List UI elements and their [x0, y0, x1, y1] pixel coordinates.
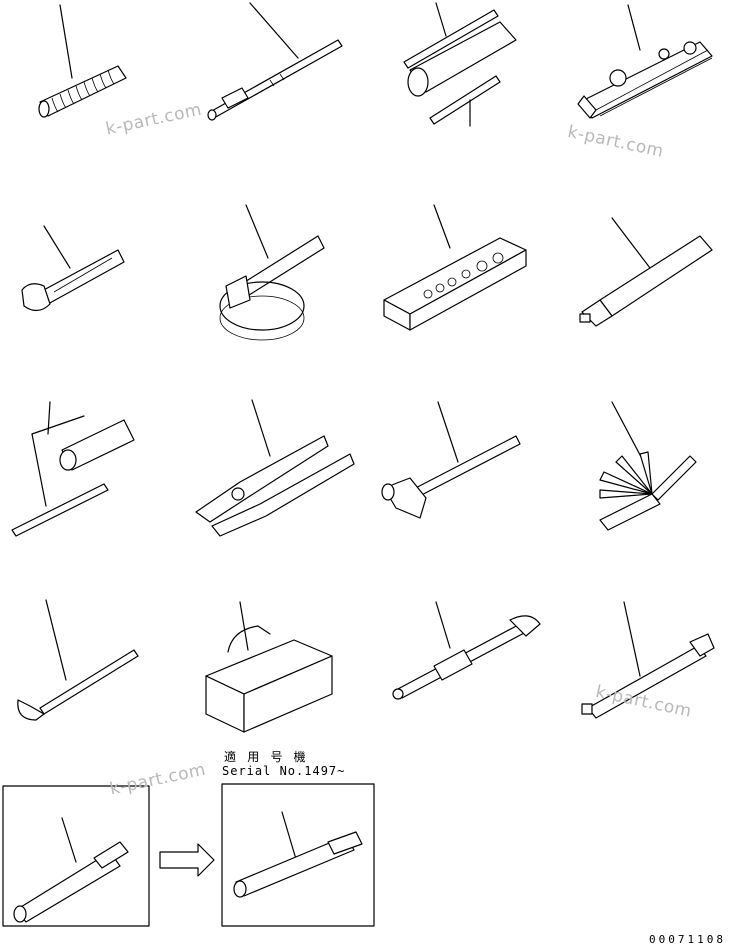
- screwdriver-set-icon: [11, 401, 135, 537]
- serial-note-line2: Serial No.1497~: [222, 764, 346, 778]
- nozzle-before-box: [2, 785, 150, 927]
- filter-wrench-icon: [219, 204, 325, 341]
- socket-set-case-icon: [383, 204, 527, 331]
- pliers-icon: [195, 399, 355, 537]
- serial-note-line1: 適 用 号 機: [224, 750, 308, 764]
- extension-bar-icon: [207, 2, 343, 121]
- hammer-icon: [381, 401, 521, 519]
- pry-bar-icon: [17, 599, 139, 721]
- drawing-code: 00071108: [649, 933, 726, 946]
- spring-coil-icon: [38, 4, 127, 118]
- wrench-set-icon: [577, 4, 713, 119]
- feeler-gauge-icon: [599, 401, 697, 531]
- grease-gun-icon: [403, 2, 517, 127]
- adjustable-wrench-icon: [21, 225, 125, 312]
- tool-bag-icon: [205, 601, 333, 733]
- nozzle-after-box: [221, 783, 375, 927]
- tire-gauge-icon: [581, 601, 715, 719]
- arrow-icon: [159, 843, 215, 877]
- t-handle-wrench-icon: [579, 217, 713, 327]
- spark-plug-wrench-icon: [392, 601, 541, 700]
